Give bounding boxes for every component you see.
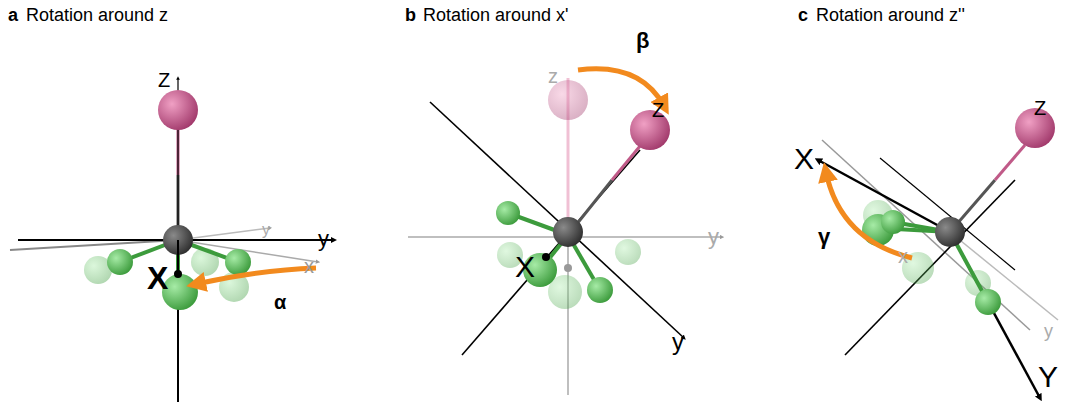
panel-title: Rotation around z — [26, 6, 168, 24]
panel-letter: c — [798, 6, 808, 24]
panel-b — [408, 69, 722, 395]
axis-label: y — [708, 226, 719, 248]
axis-label: y — [318, 228, 329, 250]
axis-label: Z — [1034, 98, 1046, 118]
axis-label: X — [515, 252, 535, 282]
axis-label: y — [1044, 322, 1053, 340]
axis-label: Y — [1038, 362, 1058, 392]
panel-letter: b — [405, 6, 416, 24]
panel-a — [10, 78, 334, 402]
axis-label: Z — [652, 100, 664, 120]
axis-label: x — [304, 256, 314, 276]
panel-title: Rotation around z'' — [816, 6, 965, 24]
axis-label: y — [672, 330, 684, 354]
axis-label: Z — [158, 70, 170, 90]
axis-label: x — [898, 246, 908, 266]
axis-label: X — [794, 144, 814, 174]
angle-label: α — [274, 292, 286, 312]
angle-label: γ — [818, 226, 830, 248]
axis-label: y — [262, 222, 270, 238]
axis-label: X — [147, 262, 168, 294]
panel-c — [818, 108, 1058, 398]
angle-label: β — [636, 30, 649, 52]
axis-label: z — [548, 66, 558, 86]
panel-title: Rotation around x' — [423, 6, 569, 24]
panel-letter: a — [8, 6, 18, 24]
